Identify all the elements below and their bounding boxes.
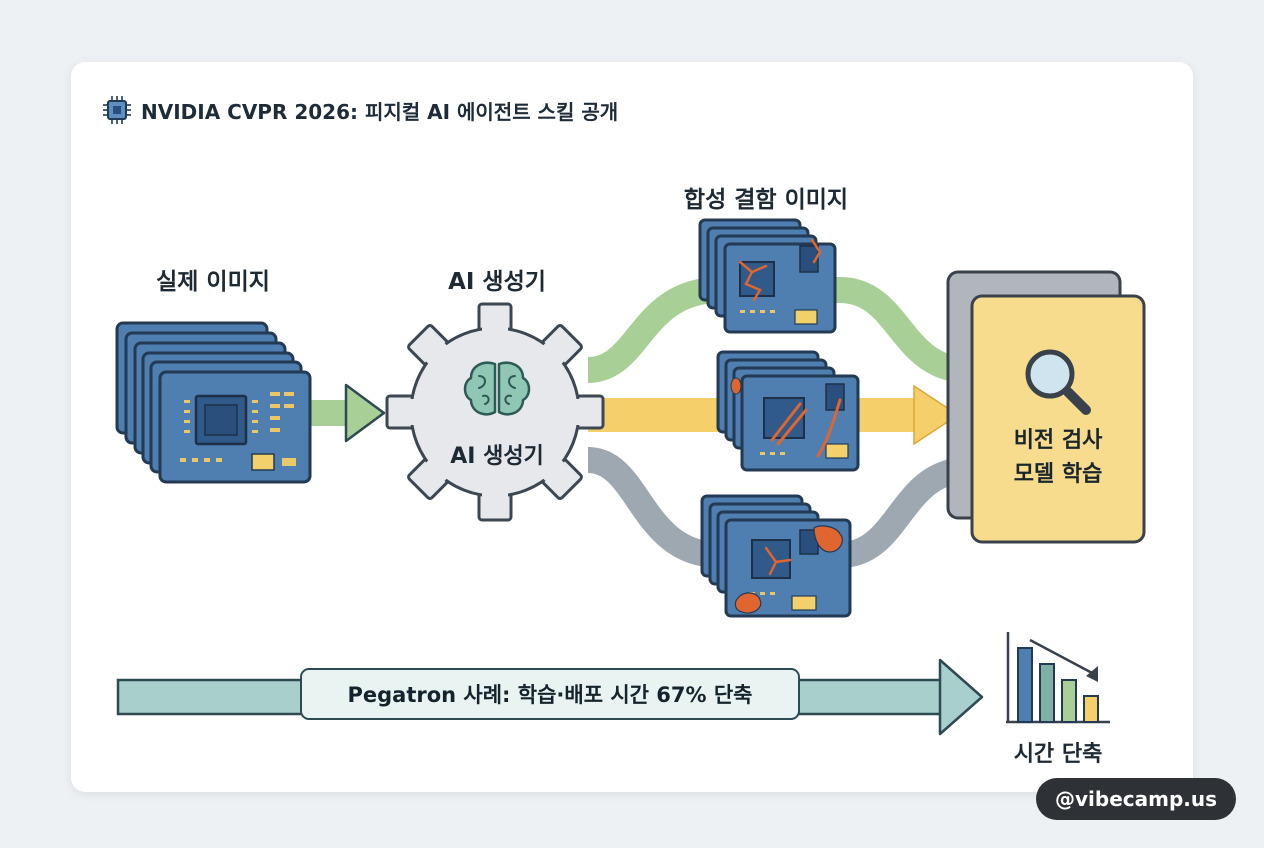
- chip-icon: [103, 96, 131, 124]
- yellow-flow-arrowhead: [913, 384, 960, 446]
- vision-model-label-line2: 모델 학습: [1013, 462, 1103, 487]
- real-image-stack: [115, 321, 312, 484]
- vision-model-panel: [946, 270, 1146, 544]
- page-title: NVIDIA CVPR 2026: 피지컬 AI 에이전트 스킬 공개: [141, 99, 619, 124]
- generator-inner-label: AI 생성기: [450, 444, 544, 469]
- vision-model-label: 비전 검사 모델 학습: [972, 424, 1144, 492]
- pegatron-banner: Pegatron 사례: 학습·배포 시간 67% 단축: [300, 668, 800, 720]
- synthetic-images-label: 합성 결함 이미지: [683, 187, 849, 213]
- synthetic-stack-middle: [716, 350, 860, 472]
- synthetic-stack-bottom: [700, 494, 852, 618]
- time-reduction-chart-icon: [1006, 632, 1110, 724]
- watermark-badge: @vibecamp.us: [1036, 778, 1236, 820]
- chip-icon-slot: [103, 96, 131, 124]
- real-images-label: 실제 이미지: [156, 269, 270, 295]
- vision-model-label-line1: 비전 검사: [1013, 428, 1103, 453]
- header: NVIDIA CVPR 2026: 피지컬 AI 에이전트 스킬 공개: [103, 96, 618, 124]
- input-arrow: [300, 383, 386, 443]
- generator-top-label: AI 생성기: [448, 269, 546, 295]
- brain-icon: [463, 361, 531, 416]
- time-reduction-label: 시간 단축: [1013, 742, 1103, 767]
- synthetic-stack-top: [698, 218, 837, 334]
- magnifier-icon: [1025, 349, 1091, 415]
